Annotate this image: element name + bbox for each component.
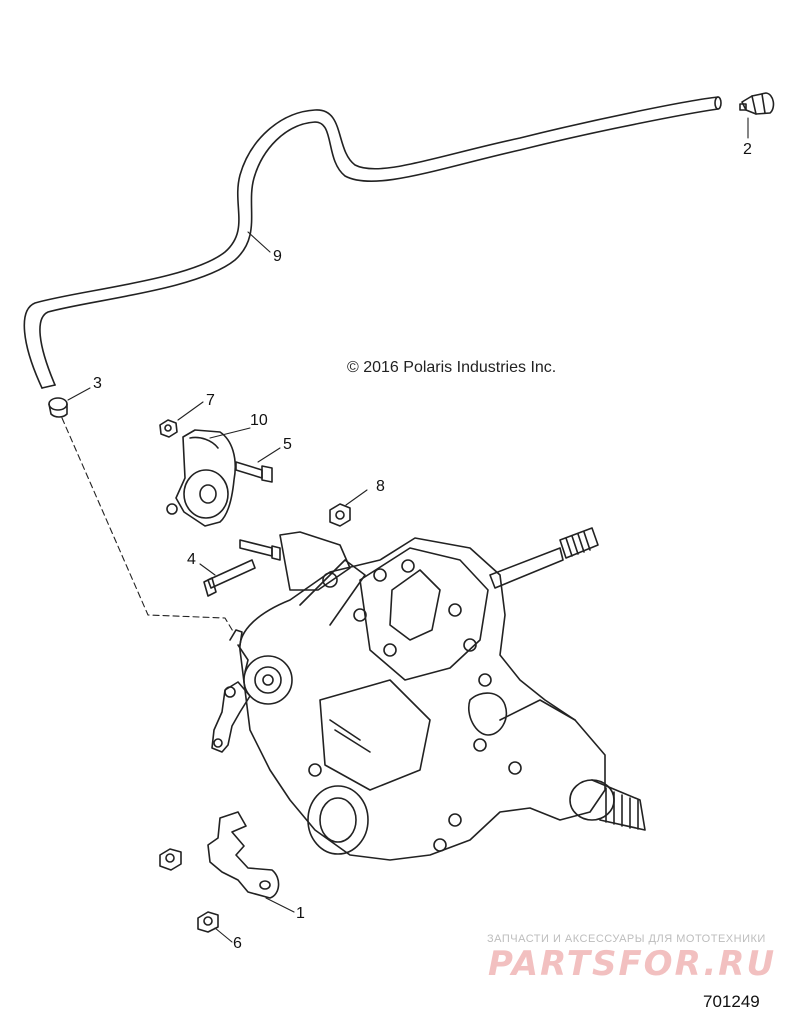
callout-5: 5 xyxy=(283,436,292,453)
callout-10: 10 xyxy=(250,412,268,429)
callout-7: 7 xyxy=(206,392,215,409)
watermark-brand: PARTSFOR.RU xyxy=(488,944,777,984)
routing-line xyxy=(61,417,235,634)
hose-clamp xyxy=(48,397,68,418)
copyright-text: © 2016 Polaris Industries Inc. xyxy=(347,359,557,376)
bolt-5 xyxy=(235,461,273,483)
bolt-6 xyxy=(197,911,219,933)
bracket-bolt xyxy=(159,848,182,871)
callout-1: 1 xyxy=(296,905,305,922)
sensor-bracket xyxy=(166,429,236,527)
vent-fitting xyxy=(739,92,775,115)
callout-6: 6 xyxy=(233,935,242,952)
watermark-tagline: ЗАПЧАСТИ И АКСЕССУАРЫ ДЛЯ МОТОТЕХНИКИ xyxy=(487,933,766,945)
callout-2: 2 xyxy=(743,141,752,158)
callout-9: 9 xyxy=(273,248,282,265)
output-shaft-front xyxy=(489,527,599,589)
callout-4: 4 xyxy=(187,551,196,568)
callout-8: 8 xyxy=(376,478,385,495)
nut-8 xyxy=(329,503,351,527)
bolt-4 xyxy=(203,539,281,597)
nut-7 xyxy=(159,419,178,438)
output-shaft-rear xyxy=(569,779,646,831)
callout-3: 3 xyxy=(93,375,102,392)
shift-arm xyxy=(211,681,251,753)
mount-bracket xyxy=(207,811,280,899)
transmission-housing xyxy=(239,531,606,861)
vent-hose xyxy=(23,96,722,389)
figure-number: 701249 xyxy=(703,992,760,1011)
gear-position-sensor xyxy=(229,629,293,705)
